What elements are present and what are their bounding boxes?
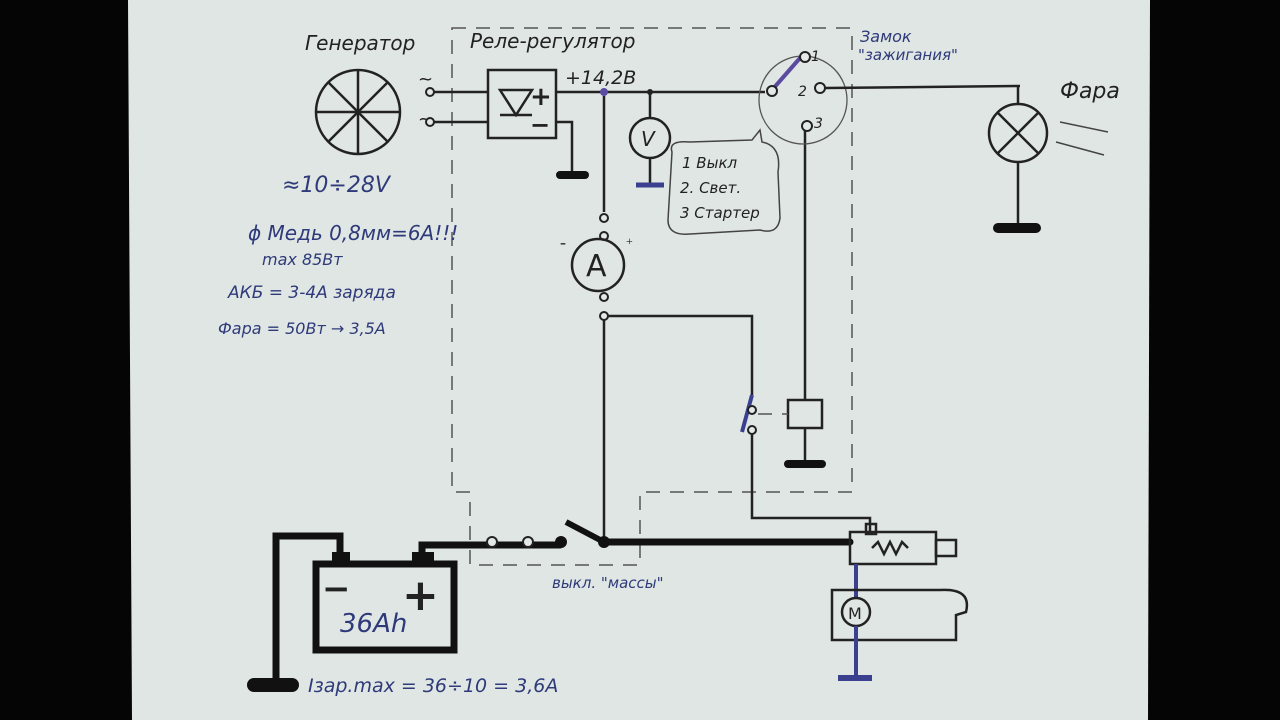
solenoid-spring-icon [871, 539, 909, 557]
headlight-label: Фара [1060, 79, 1120, 104]
ammeter-plus: + [626, 234, 633, 248]
battery-capacity: 36Ah [340, 609, 407, 639]
battery-ground-wire [272, 532, 344, 689]
mass-switch-blade[interactable] [564, 519, 606, 545]
relay-contact [740, 394, 754, 433]
generator-label: Генератор [305, 31, 415, 55]
note-charge-current: Iзар.max = 36÷10 = 3,6A [308, 675, 558, 697]
battery [312, 560, 458, 654]
legend-item: 1 Выкл [682, 154, 738, 172]
position-1: 1 [811, 49, 820, 65]
regulator-enclosure [451, 27, 853, 566]
legend-bubble [667, 128, 781, 235]
legend-item: 2. Свет. [680, 179, 741, 197]
diode-icon [497, 88, 535, 118]
generator-symbol [314, 68, 402, 156]
legend-item: 3 Стартер [680, 204, 760, 222]
junction [600, 88, 608, 96]
ac-symbol: ~ [418, 69, 433, 90]
reg-plus: + [530, 82, 552, 112]
regulator-label: Реле-регулятор [470, 29, 635, 53]
terminal [425, 117, 435, 127]
mass-switch-label: выкл. "массы" [552, 574, 664, 592]
ignition-title: "зажигания" [858, 46, 958, 64]
ignition-switch-lever [770, 56, 802, 92]
ammeter-minus: - [560, 232, 566, 252]
battery-plus: + [402, 570, 439, 621]
ignition-title: Замок [860, 27, 912, 46]
reg-minus: − [530, 111, 550, 139]
paper-sheet [128, 0, 1150, 720]
ammeter-label: A [586, 249, 607, 284]
note-battery-charge: АКБ = 3-4А заряда [227, 283, 396, 303]
starter-motor-housing [830, 588, 969, 642]
note-headlight-power: Фара = 50Вт → 3,5А [218, 319, 386, 338]
terminal [425, 87, 435, 97]
motor-label: M [848, 604, 862, 623]
battery-minus: − [322, 569, 351, 609]
position-3: 3 [814, 116, 823, 132]
position-2: 2 [798, 84, 807, 100]
regulator-box [486, 68, 558, 140]
note-copper-wire: ϕ Медь 0,8мм=6A!!! [248, 221, 458, 245]
light-ray-icon [1059, 121, 1109, 133]
ammeter-symbol [570, 237, 626, 293]
output-voltage-label: +14,2В [565, 67, 636, 89]
light-ray-icon [1055, 141, 1105, 156]
note-max-power: max 85Вт [262, 250, 343, 269]
note-generator-voltage: ≈10÷28V [282, 173, 392, 198]
voltmeter-label: V [641, 127, 656, 151]
